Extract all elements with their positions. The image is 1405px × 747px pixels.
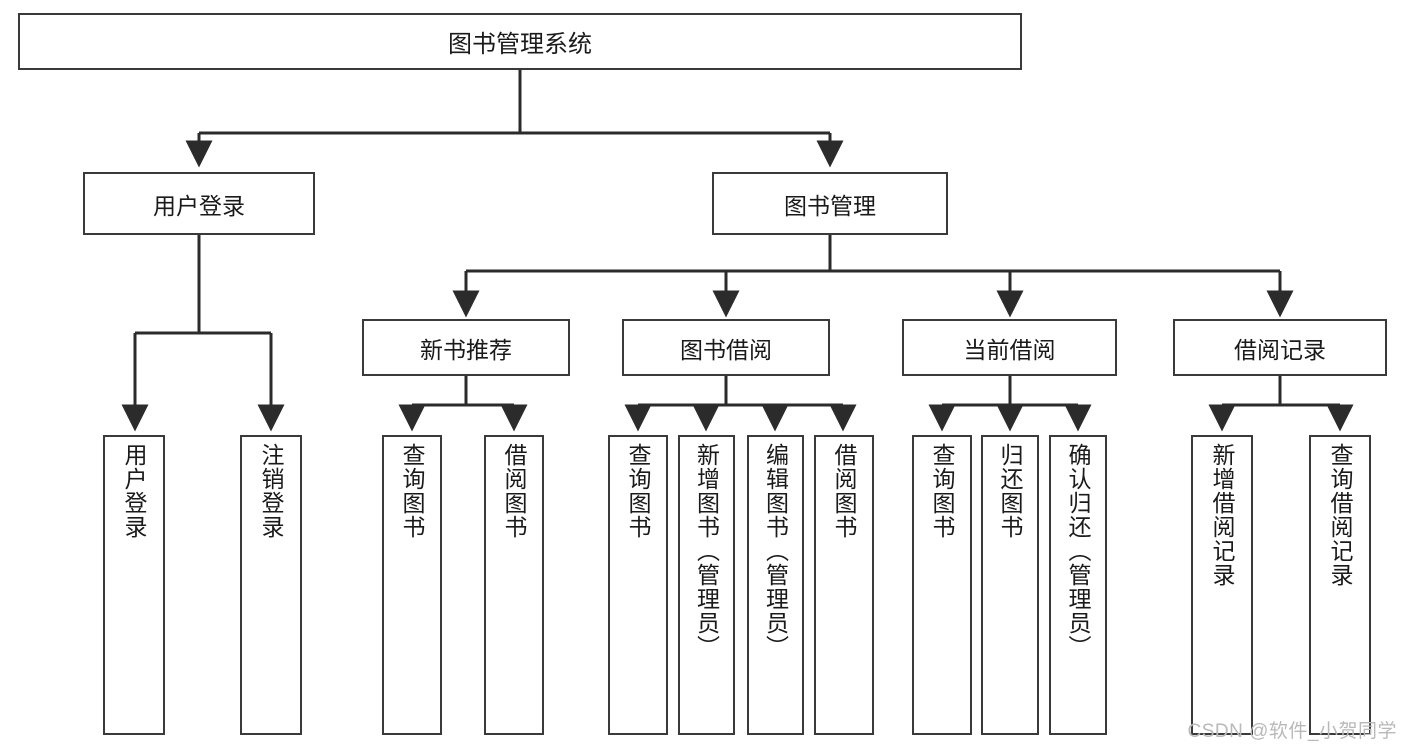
node-book-borrow-label: 图书借阅 — [680, 336, 772, 363]
leaf-label: 新增借阅记录 — [1209, 443, 1236, 587]
node-root-label: 图书管理系统 — [448, 31, 592, 58]
leaf-label: 借阅图书 — [831, 443, 858, 539]
node-book-manage-label: 图书管理 — [784, 192, 876, 219]
node-new-book-recommend[interactable]: 新书推荐 — [362, 319, 570, 376]
node-borrow-record[interactable]: 借阅记录 — [1173, 319, 1387, 376]
leaf-current-borrow-confirm[interactable]: 确认归还（管理员） — [1049, 435, 1107, 735]
leaf-borrow-record-add[interactable]: 新增借阅记录 — [1191, 435, 1253, 735]
leaf-label: 编辑图书（管理员） — [762, 443, 789, 659]
leaf-borrow-record-query[interactable]: 查询借阅记录 — [1309, 435, 1371, 735]
leaf-current-borrow-query[interactable]: 查询图书 — [912, 435, 972, 735]
leaf-label: 借阅图书 — [501, 443, 528, 539]
leaf-label: 查询图书 — [929, 443, 956, 539]
node-borrow-record-label: 借阅记录 — [1234, 336, 1326, 363]
watermark-text: CSDN @软件_小贺同学 — [1187, 721, 1397, 742]
node-current-borrow-label: 当前借阅 — [963, 336, 1056, 363]
leaf-label: 确认归还（管理员） — [1065, 443, 1092, 659]
node-user-login-label: 用户登录 — [153, 192, 245, 219]
leaf-label: 查询图书 — [625, 443, 652, 539]
node-root[interactable]: 图书管理系统 — [18, 13, 1022, 70]
leaf-book-borrow-add[interactable]: 新增图书（管理员） — [678, 435, 735, 735]
leaf-book-borrow-borrow[interactable]: 借阅图书 — [814, 435, 874, 735]
leaf-book-borrow-edit[interactable]: 编辑图书（管理员） — [747, 435, 804, 735]
node-current-borrow[interactable]: 当前借阅 — [902, 319, 1117, 376]
node-user-login[interactable]: 用户登录 — [83, 172, 315, 235]
leaf-book-borrow-query[interactable]: 查询图书 — [608, 435, 668, 735]
leaf-new-book-borrow[interactable]: 借阅图书 — [484, 435, 544, 735]
leaf-label: 归还图书 — [997, 443, 1024, 539]
node-new-book-recommend-label: 新书推荐 — [420, 336, 512, 363]
node-book-manage[interactable]: 图书管理 — [712, 172, 948, 235]
leaf-label: 注销登录 — [258, 443, 285, 539]
leaf-label: 查询借阅记录 — [1327, 443, 1354, 587]
leaf-label: 查询图书 — [399, 443, 426, 539]
leaf-user-login-logout[interactable]: 注销登录 — [240, 435, 302, 735]
node-book-borrow[interactable]: 图书借阅 — [622, 319, 830, 376]
leaf-new-book-query[interactable]: 查询图书 — [382, 435, 442, 735]
leaf-current-borrow-return[interactable]: 归还图书 — [981, 435, 1039, 735]
leaf-user-login-login[interactable]: 用户登录 — [103, 435, 165, 735]
leaf-label: 用户登录 — [121, 443, 148, 539]
leaf-label: 新增图书（管理员） — [693, 443, 720, 659]
